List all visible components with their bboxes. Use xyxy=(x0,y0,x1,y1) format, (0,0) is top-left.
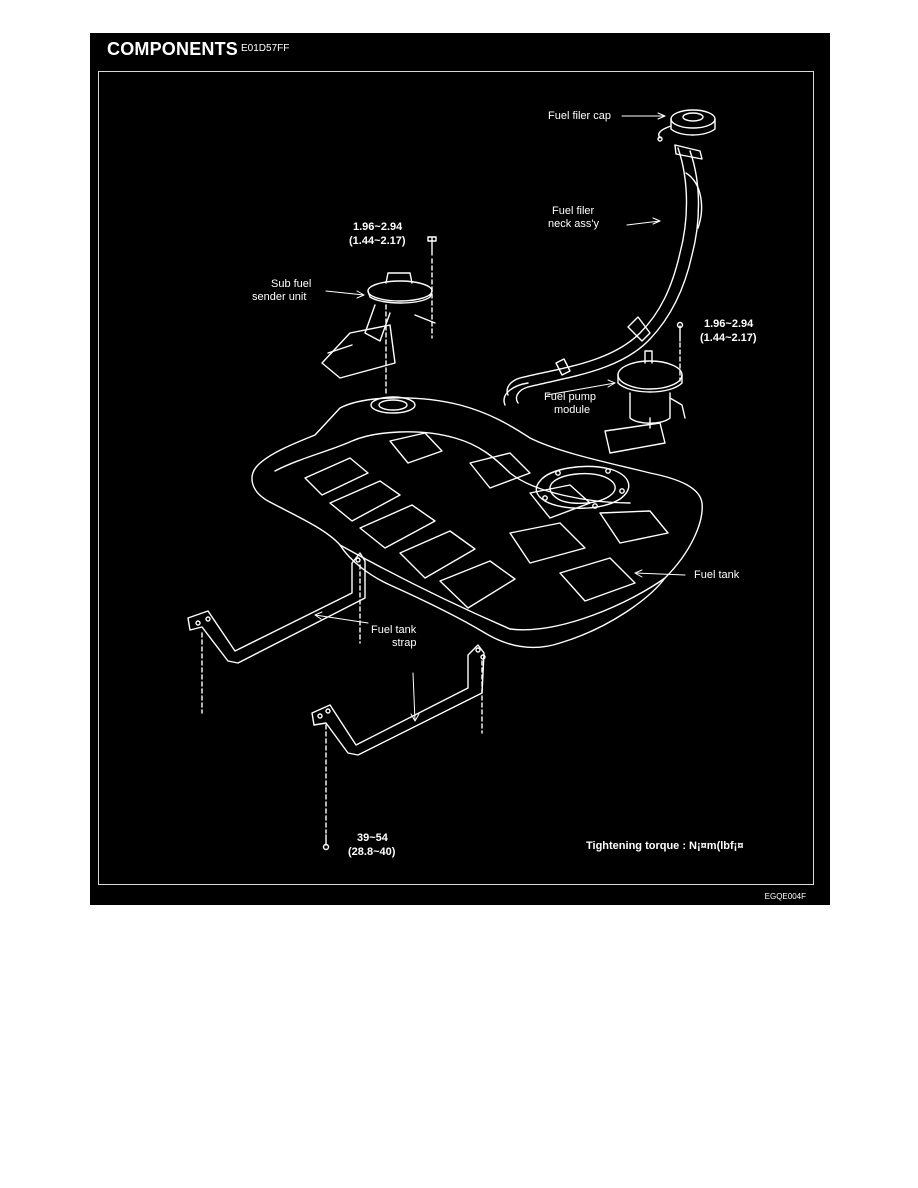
sender-torque-lbf: (1.44~2.17) xyxy=(349,235,406,247)
fuel-filler-cap-label: Fuel filer cap xyxy=(548,110,611,122)
tightening-torque-legend: Tightening torque : N¡¤m(lbf¡¤ xyxy=(586,840,744,852)
fuel-pump-module-label-line1: Fuel pump xyxy=(544,391,596,403)
fuel-tank-straps-drawing xyxy=(187,552,486,851)
components-sheet: COMPONENTS E01D57FF xyxy=(90,33,830,905)
pump-torque-nm: 1.96~2.94 xyxy=(704,318,754,330)
strap-torque-lbf: (28.8~40) xyxy=(348,846,396,858)
exploded-view-drawing xyxy=(187,109,716,851)
fuel-tank-strap-label-line1: Fuel tank xyxy=(371,624,417,636)
fuel-tank-drawing xyxy=(251,396,703,649)
strap-torque-nm: 39~54 xyxy=(357,832,388,844)
fuel-pump-module-drawing xyxy=(604,321,686,454)
fuel-filler-neck-label-line1: Fuel filer xyxy=(552,205,595,217)
figure-code: EGQE004F xyxy=(764,892,806,901)
diagram-frame xyxy=(98,71,814,885)
fuel-pump-module-label-line2: module xyxy=(554,404,591,416)
fuel-tank-label: Fuel tank xyxy=(694,569,740,581)
sub-fuel-sender-drawing xyxy=(321,236,437,394)
fuel-filler-neck-label-line2: neck ass'y xyxy=(548,218,600,230)
fuel-filler-neck-drawing xyxy=(503,109,716,406)
sub-fuel-sender-label-line2: sender unit xyxy=(252,291,307,303)
section-title: COMPONENTS xyxy=(107,39,239,59)
section-code: E01D57FF xyxy=(241,43,290,54)
leader-arrows xyxy=(314,112,686,722)
fuel-tank-strap-label-line2: strap xyxy=(392,637,417,649)
sender-torque-nm: 1.96~2.94 xyxy=(353,221,403,233)
pump-torque-lbf: (1.44~2.17) xyxy=(700,332,757,344)
sub-fuel-sender-label-line1: Sub fuel xyxy=(271,278,312,290)
